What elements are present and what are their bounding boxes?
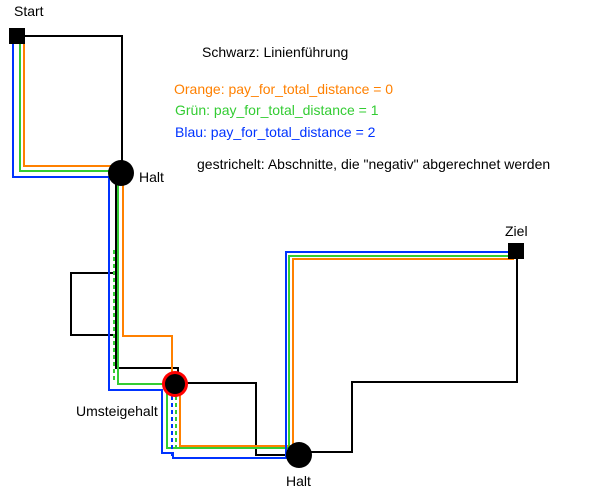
start-stop-marker [9, 28, 25, 44]
halt-stop-marker-1 [108, 160, 134, 186]
halt-label-2: Halt [286, 473, 311, 489]
route-orange-line [23, 38, 514, 447]
start-label: Start [14, 3, 44, 19]
legend-dashed: gestrichelt: Abschnitte, die "negativ" a… [197, 156, 550, 172]
legend-blue: Blau: pay_for_total_distance = 2 [175, 124, 376, 140]
route-black-line [16, 35, 518, 456]
legend-black: Schwarz: Linienführung [202, 44, 348, 60]
halt-label-1: Halt [139, 169, 164, 185]
halt-stop-marker-2 [286, 442, 312, 468]
umsteigehalt-label: Umsteigehalt [76, 403, 158, 419]
route-green-line [19, 38, 514, 449]
route-black-detour [70, 272, 113, 336]
route-blue-line [12, 38, 514, 459]
legend-green: Grün: pay_for_total_distance = 1 [175, 102, 379, 118]
legend-orange: Orange: pay_for_total_distance = 0 [174, 81, 393, 97]
ziel-stop-marker [508, 243, 524, 259]
ziel-label: Ziel [505, 223, 528, 239]
umsteigehalt-marker [165, 374, 185, 394]
